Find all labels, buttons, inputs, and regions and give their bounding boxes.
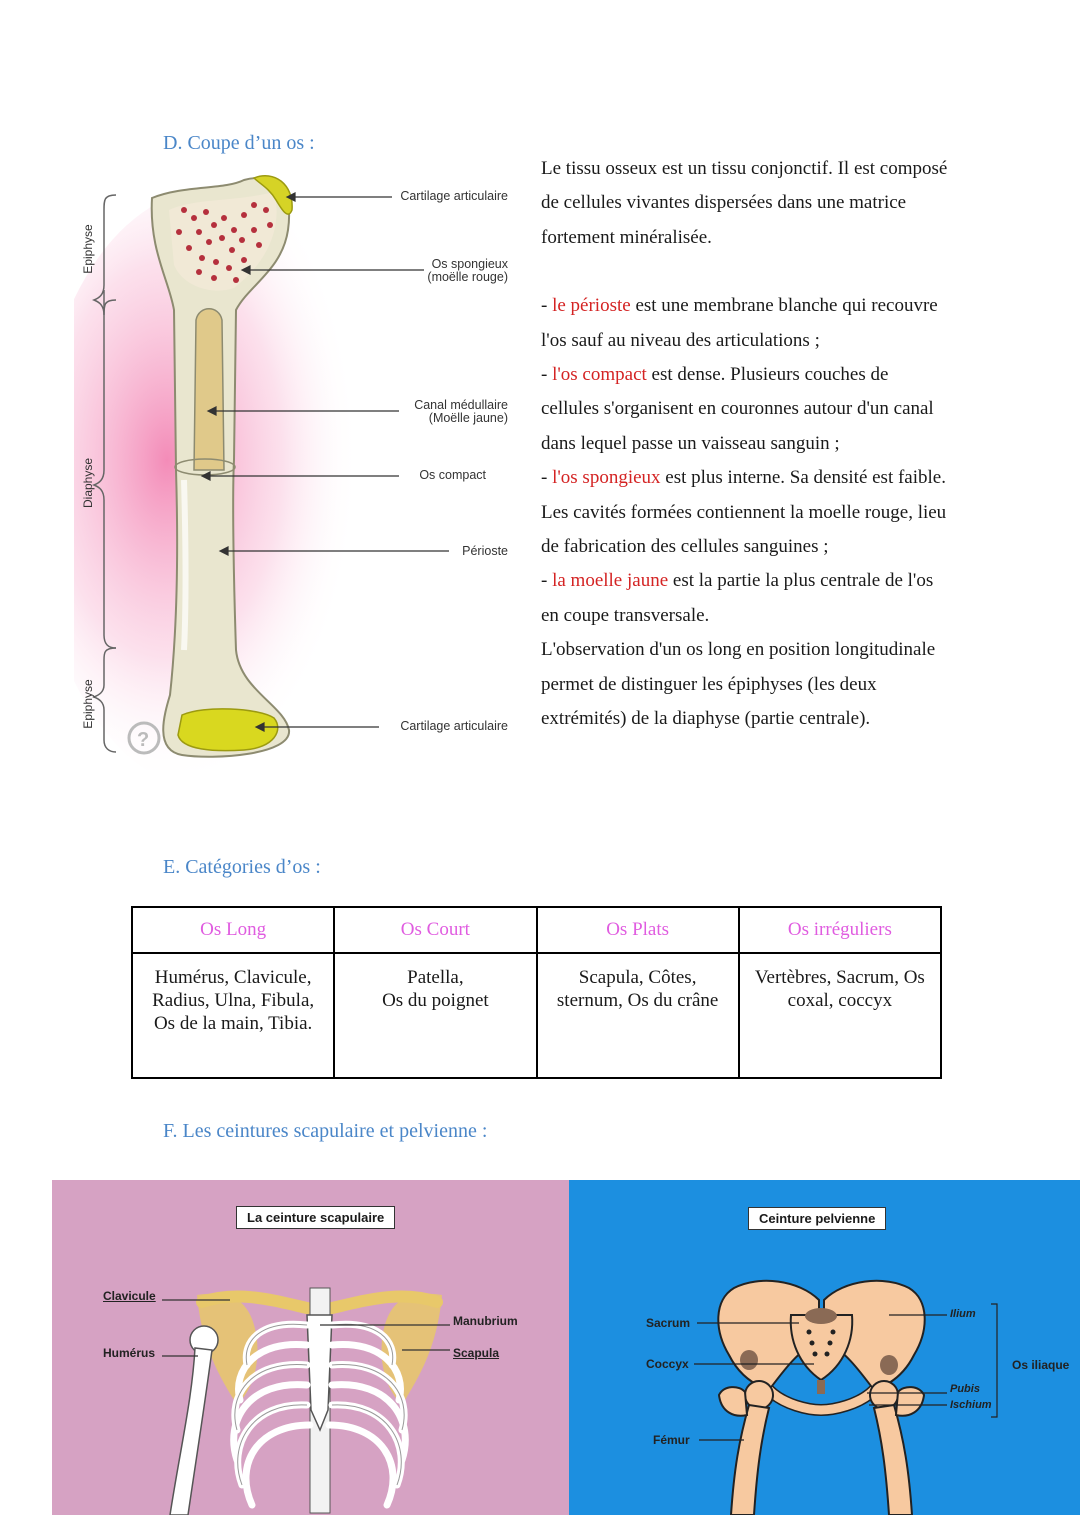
label-epiphyse-top: Epiphyse (81, 224, 95, 274)
cell-flat-bones: Scapula, Côtes, sternum, Os du crâne (535, 952, 740, 1079)
cell-short-bones: Patella, Os du poignet (333, 952, 538, 1079)
label-cartilage-bottom: Cartilage articulaire (400, 719, 508, 733)
term-spongy-bone: l'os spongieux (552, 467, 661, 489)
label-diaphyse: Diaphyse (81, 457, 95, 509)
label-scapula: Scapula (453, 1346, 500, 1360)
label-coccyx: Coccyx (646, 1357, 689, 1371)
svg-text:?: ? (137, 729, 149, 751)
description-outro: L'observation d'un os long en position l… (541, 639, 936, 730)
table-header-row: Os Long Os Court Os Plats Os irréguliers (130, 906, 943, 954)
label-ischium: Ischium (950, 1399, 992, 1411)
column-long-bones: Os Long (130, 906, 336, 954)
bone-illustration: ? (34, 175, 449, 790)
label-epiphyse-bottom: Epiphyse (81, 679, 95, 729)
description-intro: Le tissu osseux est un tissu conjonctif.… (541, 158, 948, 248)
description-item-spongy: - l'os spongieux est plus interne. Sa de… (541, 467, 947, 558)
pelvic-girdle-panel: Ceinture pelvienne Sacrum Coccyx Fémur I… (569, 1180, 1080, 1515)
section-f-heading: F. Les ceintures scapulaire et pelvienne… (163, 1120, 488, 1142)
label-ilium: Ilium (950, 1308, 976, 1320)
bone-description: Le tissu osseux est un tissu conjonctif.… (541, 152, 951, 737)
label-femur: Fémur (653, 1433, 690, 1447)
cell-long-bones: Humérus, Clavicule, Radius, Ulna, Fibula… (130, 952, 336, 1079)
section-d-heading: D. Coupe d’un os : (163, 132, 315, 154)
description-item-compact: - l'os compact est dense. Plusieurs couc… (541, 364, 934, 454)
label-sacrum: Sacrum (646, 1316, 691, 1330)
label-humerus: Humérus (103, 1346, 156, 1360)
label-spongy-line-2: (moëlle rouge) (427, 270, 508, 284)
pelvic-skeleton-illustration (694, 1279, 998, 1515)
column-irregular-bones: Os irréguliers (737, 906, 943, 954)
scapular-panel-title: La ceinture scapulaire (236, 1206, 396, 1229)
description-item-yellow-marrow: - la moelle jaune est la partie la plus … (541, 570, 934, 626)
column-flat-bones: Os Plats (535, 906, 740, 954)
label-canal-line-2: (Moëlle jaune) (428, 411, 508, 425)
column-short-bones: Os Court (333, 906, 538, 954)
bone-categories-table: Os Long Os Court Os Plats Os irréguliers… (130, 906, 943, 1079)
bone-diagram: ? Cartilage articulaire Os spongieux (mo… (34, 170, 524, 790)
label-spongy-line-1: Os spongieux (431, 257, 508, 271)
label-os-iliaque: Os iliaque (1012, 1358, 1070, 1372)
section-e-heading: E. Catégories d’os : (163, 856, 321, 878)
label-spongy-bone: Os spongieux (moëlle rouge) (374, 258, 508, 284)
label-compact-bone: Os compact (419, 468, 486, 482)
label-pubis: Pubis (950, 1383, 980, 1395)
label-clavicule: Clavicule (103, 1289, 156, 1303)
label-medullary-canal: Canal médullaire (Moëlle jaune) (374, 399, 508, 425)
label-manubrium: Manubrium (453, 1314, 518, 1328)
label-periosteum: Périoste (462, 544, 508, 558)
term-yellow-marrow: la moelle jaune (552, 570, 669, 592)
pelvic-panel-title: Ceinture pelvienne (748, 1207, 887, 1230)
scapular-skeleton-illustration (162, 1287, 450, 1515)
term-periosteum: le périoste (552, 295, 631, 317)
scapular-girdle-panel: La ceinture scapulaire Clavicule Humérus… (52, 1180, 569, 1515)
term-compact-bone: l'os compact (552, 364, 647, 386)
label-cartilage-top: Cartilage articulaire (400, 189, 508, 203)
label-canal-line-1: Canal médullaire (414, 398, 508, 412)
table-row: Humérus, Clavicule, Radius, Ulna, Fibula… (130, 952, 943, 1079)
cell-irregular-bones: Vertèbres, Sacrum, Os coxal, coccyx (737, 952, 943, 1079)
description-item-periosteum: - le périoste est une membrane blanche q… (541, 295, 938, 351)
